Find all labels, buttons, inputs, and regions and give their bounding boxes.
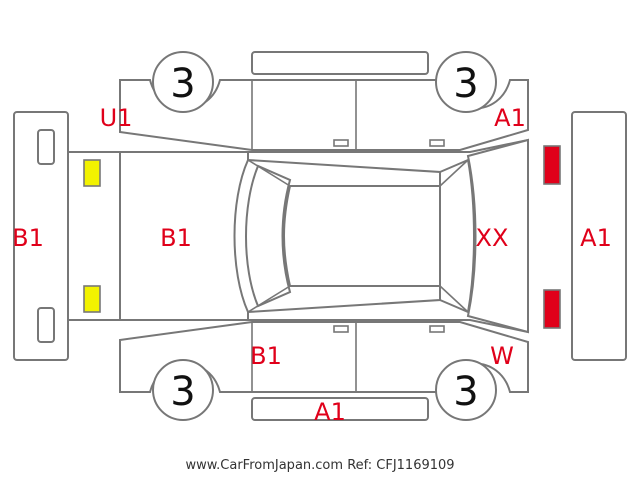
door-handle <box>429 139 445 147</box>
rear-bumper-reflector-top <box>37 129 55 165</box>
tire-rear-right: 3 <box>152 359 214 421</box>
headlight-left <box>543 145 561 185</box>
damage-code-front-right-fender: W <box>490 342 514 370</box>
pillar-line <box>439 159 469 187</box>
damage-code-trunk: B1 <box>160 224 192 252</box>
door-handle <box>333 325 349 333</box>
damage-code-front-left-fender: A1 <box>494 104 526 132</box>
tire-rating: 3 <box>453 369 478 415</box>
footer: www.CarFromJapan.com Ref: CFJ1169109 <box>0 458 640 473</box>
damage-code-rear-right-quarter: B1 <box>250 342 282 370</box>
door-handle <box>333 139 349 147</box>
pillar-line <box>439 285 469 313</box>
pillar-line <box>247 159 291 187</box>
damage-code-hood: XX <box>476 224 509 252</box>
tire-rear-left: 3 <box>152 51 214 113</box>
damage-code-rear-left-quarter: U1 <box>100 104 133 132</box>
tire-front-left: 3 <box>435 51 497 113</box>
tire-rating: 3 <box>170 61 195 107</box>
door-handle <box>429 325 445 333</box>
windshield <box>439 158 475 314</box>
rear-bumper-reflector-bottom <box>37 307 55 343</box>
left-side-sill <box>251 51 429 75</box>
right-side-sill <box>251 397 429 421</box>
hood <box>466 138 529 334</box>
roof <box>283 185 441 287</box>
damage-code-front-bumper: A1 <box>580 224 612 252</box>
rear-lamp-top <box>83 159 101 187</box>
headlight-right <box>543 289 561 329</box>
tire-front-right: 3 <box>435 359 497 421</box>
ref-text: Ref: CFJ1169109 <box>347 458 455 473</box>
source-text: www.CarFromJapan.com <box>185 458 344 473</box>
trunk-lid <box>119 151 249 321</box>
damage-code-rear-bumper: B1 <box>12 224 44 252</box>
tire-rating: 3 <box>453 61 478 107</box>
tire-rating: 3 <box>170 369 195 415</box>
front-bumper <box>571 111 627 361</box>
rear-lamp-bottom <box>83 285 101 313</box>
damage-code-right-sill: A1 <box>314 398 346 426</box>
pillar-line <box>247 285 291 313</box>
